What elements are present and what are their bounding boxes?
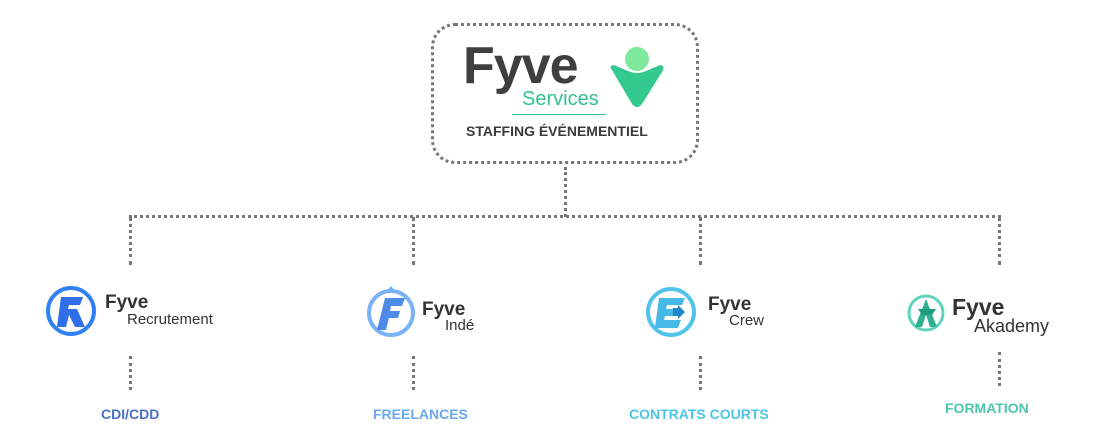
- branch-label: FREELANCES: [373, 406, 468, 422]
- connector: [998, 352, 1001, 386]
- branch-sub: Indé: [445, 317, 475, 334]
- connector: [412, 356, 415, 390]
- branch-sub: Akademy: [974, 316, 1050, 336]
- connector: [699, 217, 702, 265]
- branch-sub: Recrutement: [127, 311, 213, 328]
- connector: [699, 356, 702, 390]
- connector: [129, 217, 132, 265]
- connector: [998, 217, 1001, 265]
- branch-label: FORMATION: [945, 400, 1029, 416]
- root-tagline: STAFFING ÉVÉNEMENTIEL: [466, 123, 648, 139]
- branch-brand: Fyve: [708, 294, 752, 315]
- connector: [129, 215, 1001, 218]
- fyve-inde-logo-icon: [367, 286, 415, 337]
- divider: [512, 114, 606, 115]
- person-check-icon: [610, 47, 664, 107]
- branch-label: CDI/CDD: [101, 406, 160, 422]
- connector: [564, 167, 567, 217]
- branch-brand: Fyve: [422, 299, 466, 320]
- root-sub: Services: [522, 88, 599, 110]
- fyve-akademy-logo-icon: [907, 294, 945, 332]
- branch-brand: Fyve: [952, 294, 1005, 320]
- branch-sub: Crew: [729, 312, 765, 329]
- root-brand: Fyve: [463, 37, 579, 95]
- connector: [129, 356, 132, 390]
- connector: [412, 217, 415, 265]
- fyve-recrutement-logo-icon: [46, 286, 96, 336]
- fyve-crew-logo-icon: [646, 287, 696, 337]
- root-node: [431, 23, 699, 164]
- branch-label: CONTRATS COURTS: [629, 406, 769, 422]
- branch-brand: Fyve: [105, 292, 149, 313]
